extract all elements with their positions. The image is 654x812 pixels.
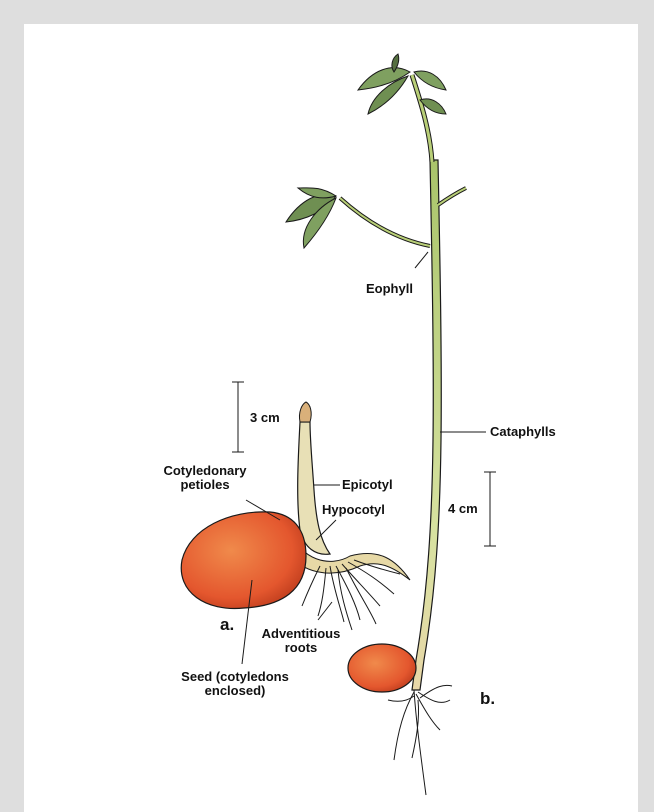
epicotyl-label: Epicotyl [342, 478, 393, 492]
cotyledonary-petioles-label: Cotyledonary petioles [150, 464, 260, 492]
adventitious-roots-leader [318, 602, 332, 620]
leaf [298, 188, 336, 198]
scale-3cm-label: 3 cm [250, 411, 280, 425]
hypocotyl-label: Hypocotyl [322, 503, 385, 517]
cataphylls-label: Cataphylls [490, 425, 556, 439]
eophyll-label: Eophyll [366, 282, 413, 296]
plant-b-stem [412, 160, 441, 690]
leaf [414, 71, 446, 90]
roots-b [388, 685, 452, 795]
panel-a-label: a. [220, 618, 234, 632]
adventitious-roots-label: Adventitious roots [256, 627, 346, 655]
scale-4cm-label: 4 cm [448, 502, 478, 516]
panel-b-label: b. [480, 692, 495, 706]
seed-label: Seed (cotyledons enclosed) [160, 670, 310, 698]
scale-bar-4cm [484, 472, 496, 546]
plant-b [286, 54, 466, 795]
seed-a [181, 512, 306, 609]
seed-b [348, 644, 416, 692]
eophyll-leader [415, 252, 428, 268]
scale-bar-3cm [232, 382, 244, 452]
